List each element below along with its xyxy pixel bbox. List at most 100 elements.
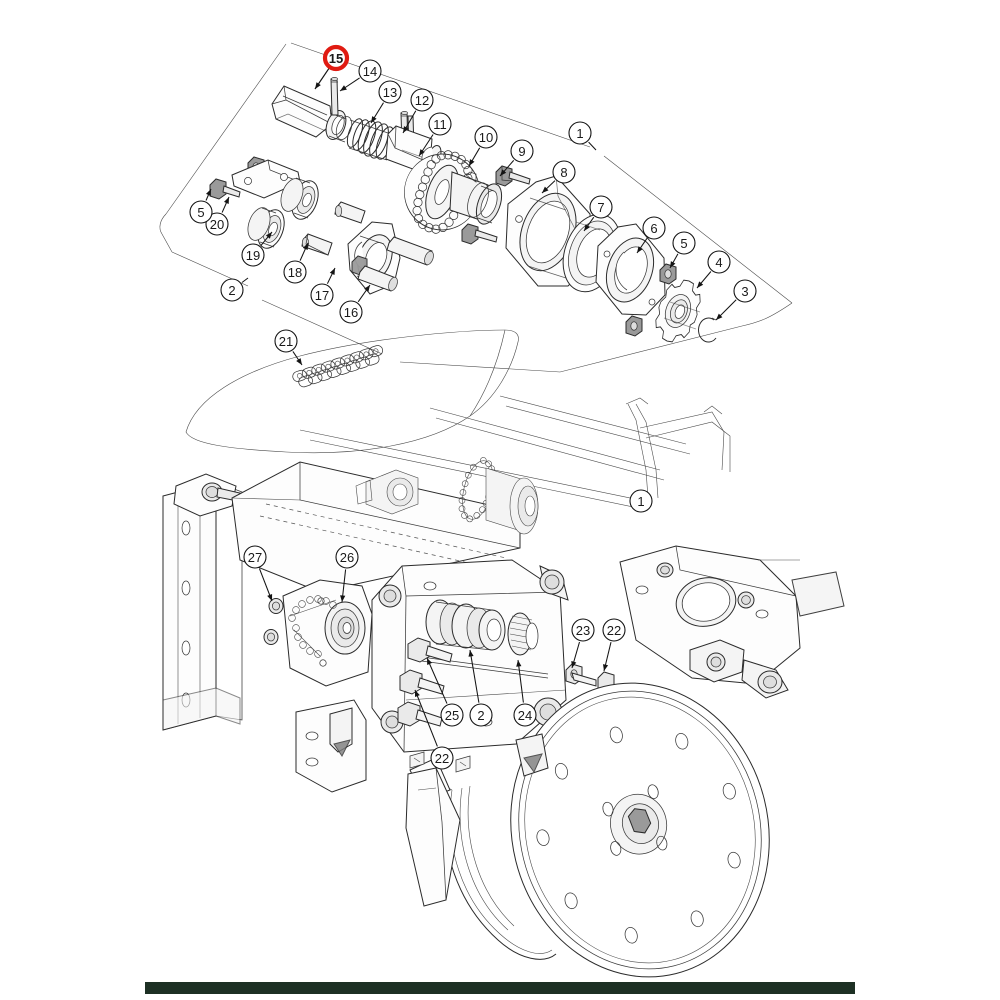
callout-1[interactable]: 1 [568,121,597,151]
leader-arrowhead [224,197,229,204]
callout-balloon[interactable] [322,44,350,72]
callout-number: 2 [477,708,484,723]
callout-balloon[interactable] [474,125,498,149]
callout-6[interactable]: 6 [636,216,666,254]
callout-22[interactable]: 22 [602,618,626,672]
part-19-bearing-lower [247,207,285,249]
callout-balloon[interactable] [510,139,534,163]
part-6-seal-housing [595,223,666,316]
callout-balloon[interactable] [469,703,493,727]
callout-balloon[interactable] [335,545,359,569]
callout-number: 13 [383,85,397,100]
callout-2[interactable]: 2 [468,649,493,727]
callout-balloon[interactable] [513,703,537,727]
callout-16[interactable]: 16 [339,284,371,324]
callout-number: 25 [445,708,459,723]
callout-number: 5 [680,236,687,251]
callout-3[interactable]: 3 [715,279,757,321]
part-24-threaded-collar [507,612,539,656]
part-16-shaft-rod-upper [386,236,434,266]
frame-diagonal-beam [231,461,521,593]
callout-5[interactable]: 5 [669,231,696,269]
callout-14[interactable]: 14 [339,59,382,92]
leader-arrowhead [419,149,425,156]
callout-balloon[interactable] [672,231,696,255]
part-5-bolt-right [659,263,677,285]
callout-10[interactable]: 10 [468,125,498,167]
callout-balloon[interactable] [205,212,229,236]
callout-balloon[interactable] [339,300,363,324]
callout-balloon[interactable] [358,59,382,83]
callout-15[interactable]: 15 [314,44,350,90]
callout-5[interactable]: 5 [189,188,213,224]
callout-balloon[interactable] [602,618,626,642]
leader-arrowhead [364,285,370,292]
callout-number: 23 [576,623,590,638]
callout-27[interactable]: 27 [243,545,273,602]
callout-9[interactable]: 9 [499,139,534,177]
callout-23[interactable]: 23 [571,618,595,669]
callout-19[interactable]: 19 [241,231,273,267]
callout-4[interactable]: 4 [696,250,731,289]
callout-7[interactable]: 7 [583,195,613,232]
callout-balloon[interactable] [283,260,307,284]
callout-balloon[interactable] [189,200,213,224]
leader-arrowhead [296,358,302,365]
callout-balloon[interactable] [274,329,298,353]
callout-2[interactable]: 2 [220,277,249,302]
callout-11[interactable]: 11 [418,112,452,157]
leader-arrowhead [468,650,474,657]
callout-balloon[interactable] [410,88,434,112]
part-9-hex-bolt [495,165,531,187]
callout-25[interactable]: 25 [426,657,464,727]
callout-22[interactable]: 22 [414,689,454,770]
callout-17[interactable]: 17 [310,267,336,307]
callout-balloon[interactable] [241,243,265,267]
callout-balloon[interactable] [243,545,267,569]
callout-balloon[interactable] [589,195,613,219]
callout-balloon[interactable] [552,160,576,184]
leader-arrowhead [670,261,676,268]
callout-8[interactable]: 8 [541,160,576,194]
callout-balloon[interactable] [440,703,464,727]
part-3-retaining-snap-ring [698,317,717,343]
callout-balloon[interactable] [733,279,757,303]
callout-balloon[interactable] [378,80,402,104]
callout-number: 15 [329,51,343,66]
callout-21[interactable]: 21 [274,329,303,366]
leader-arrowhead [637,246,643,253]
bottom-shank [405,767,461,907]
callout-1[interactable]: 1 [629,489,653,513]
callout-balloon[interactable] [430,746,454,770]
part-22-bolt-mid [399,669,445,695]
callout-balloon[interactable] [568,121,592,145]
callout-number: 3 [741,284,748,299]
frame-hinge-lug [173,473,245,517]
callout-balloon[interactable] [571,618,595,642]
part-27-bolts [263,598,284,645]
part-spacer-sleeve-upper [334,201,366,224]
callout-number: 6 [650,221,657,236]
callout-number: 12 [415,93,429,108]
lower-leading-bracket [295,699,367,793]
callout-number: 19 [246,248,260,263]
callout-balloon[interactable] [629,489,653,513]
part-5-bolt-lower-left [461,223,498,245]
callout-20[interactable]: 20 [205,196,230,236]
callout-balloon[interactable] [707,250,731,274]
callout-18[interactable]: 18 [283,242,309,284]
leader-line [241,277,249,283]
leader-arrowhead [516,660,522,667]
callout-number: 1 [637,494,644,509]
leader-arrowhead [371,116,377,123]
leader-line [414,689,438,747]
callout-12[interactable]: 12 [402,88,434,134]
callout-balloon[interactable] [220,278,244,302]
callout-balloon[interactable] [310,283,334,307]
callout-26[interactable]: 26 [335,545,359,603]
callout-balloon[interactable] [428,112,452,136]
callout-balloon[interactable] [642,216,666,240]
callout-24[interactable]: 24 [513,659,537,727]
callout-13[interactable]: 13 [370,80,402,124]
